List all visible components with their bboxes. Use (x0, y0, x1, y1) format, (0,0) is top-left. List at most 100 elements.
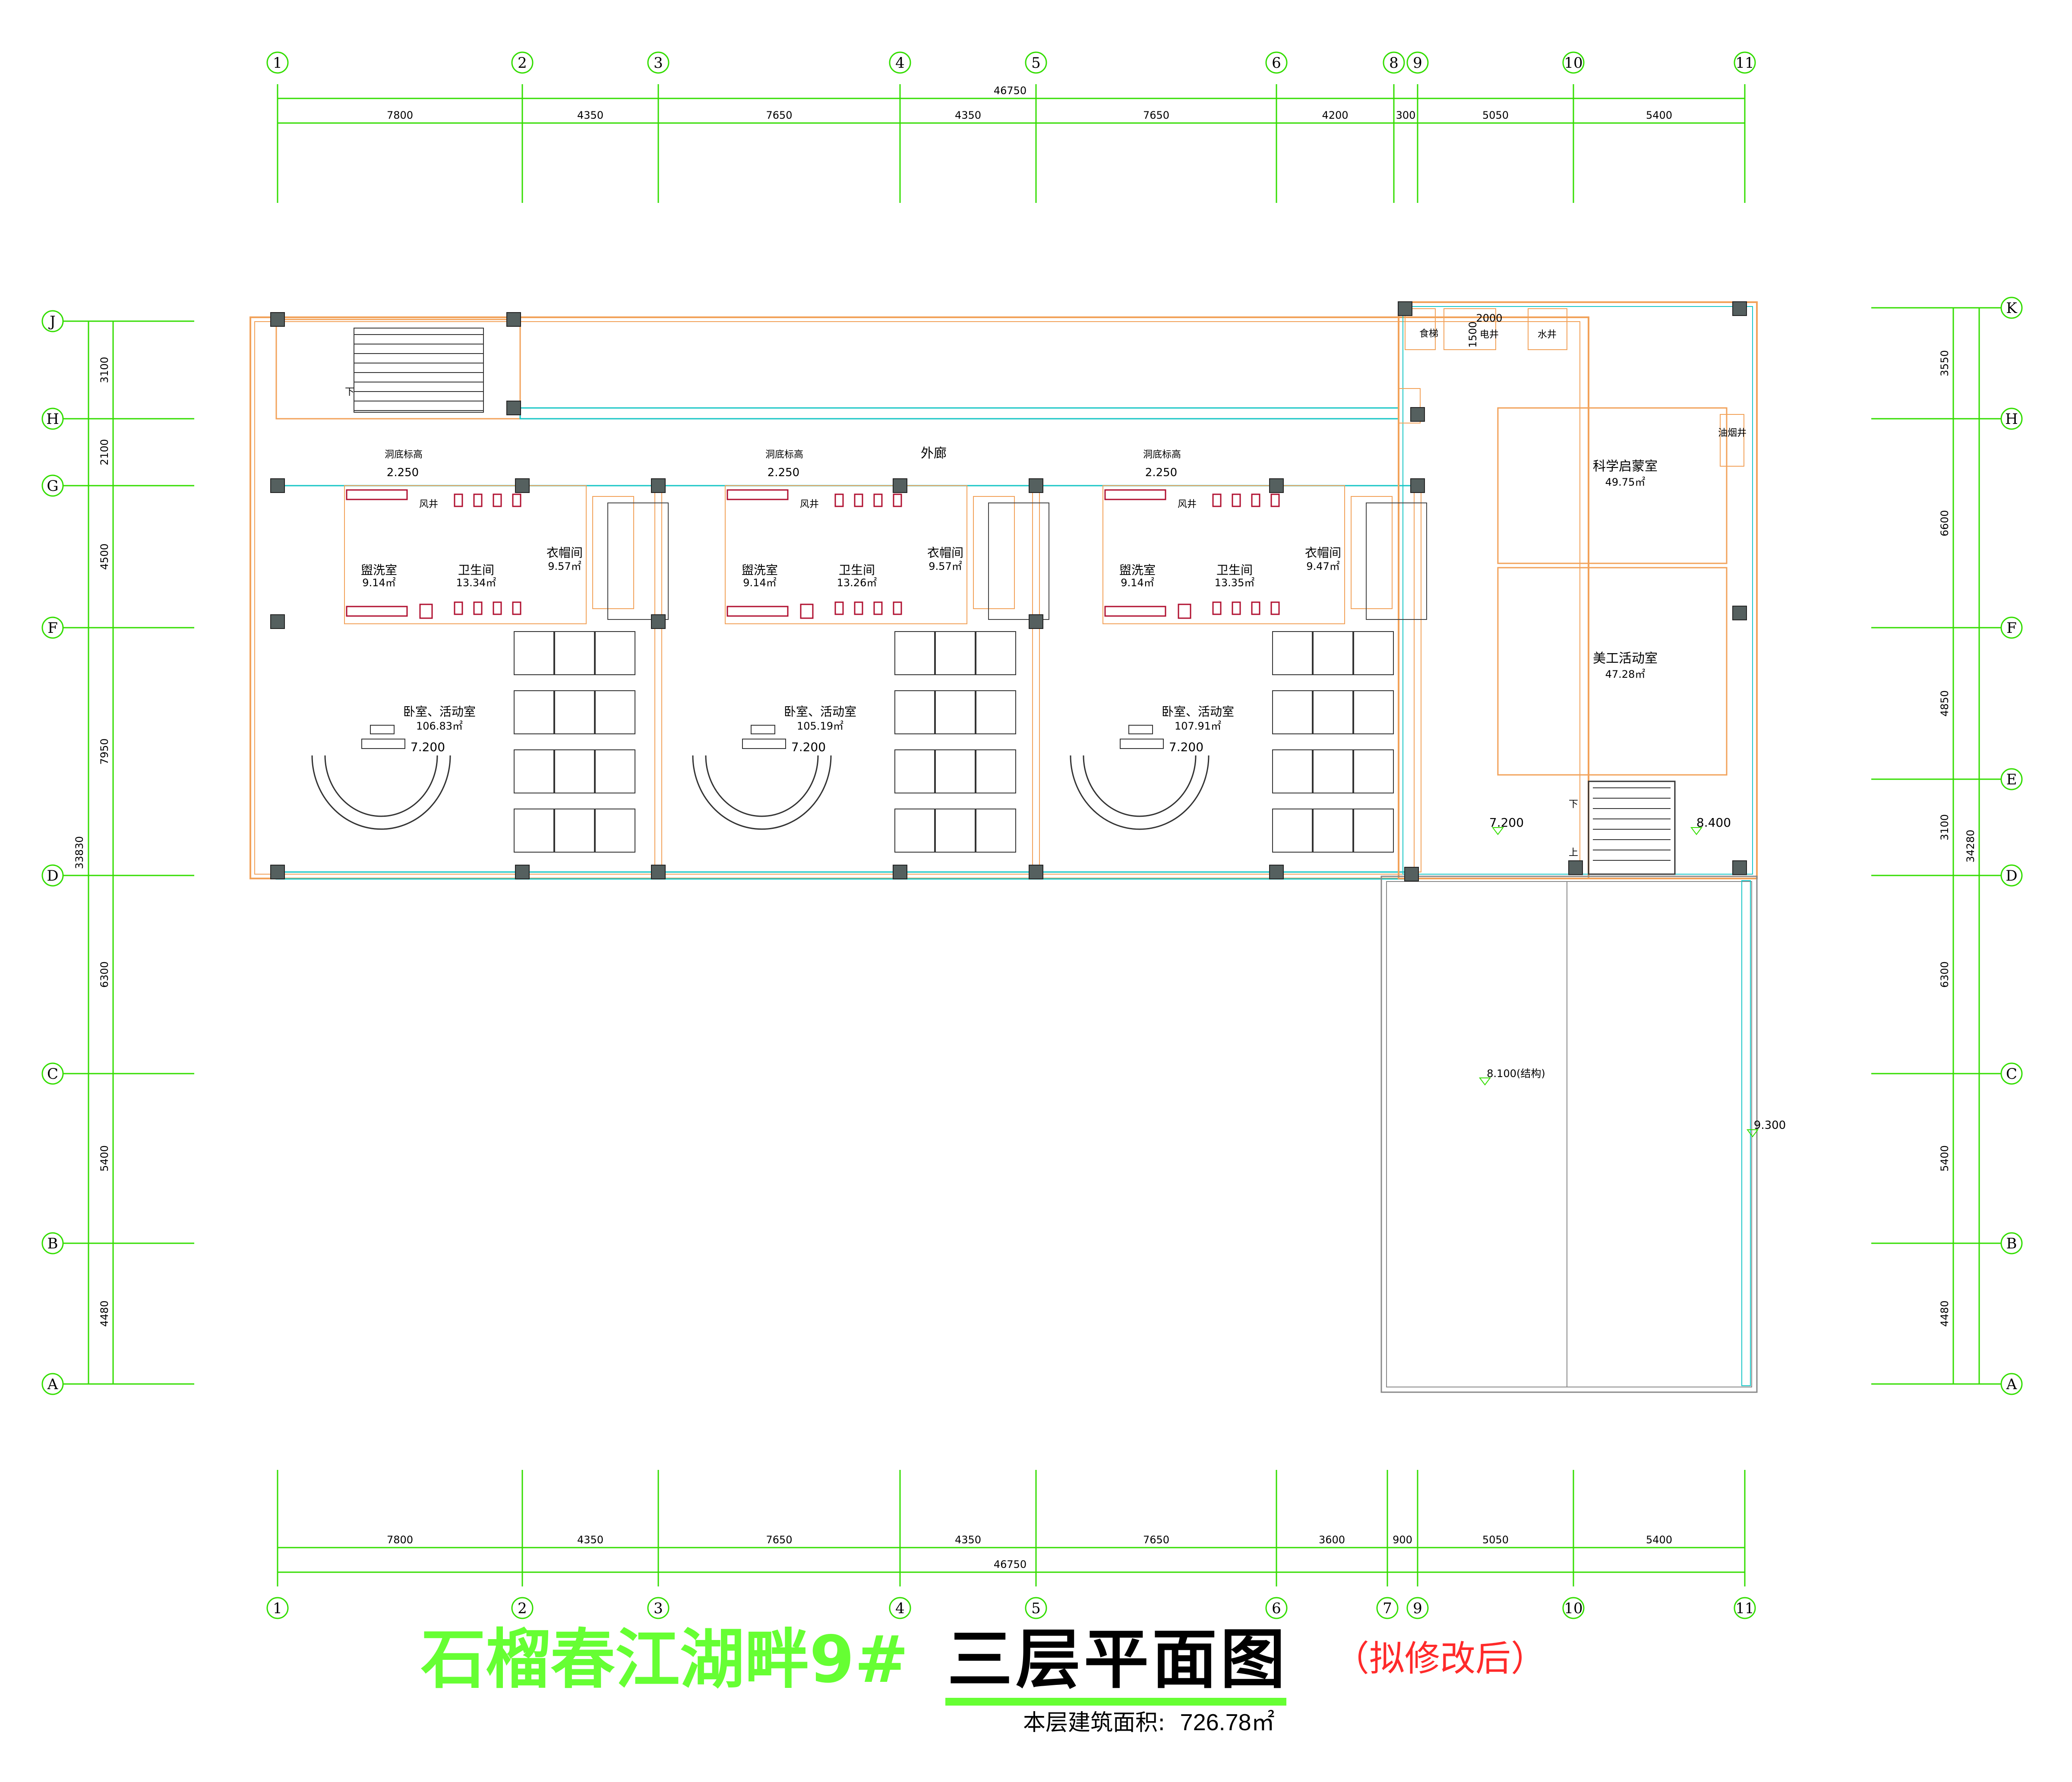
sink-counter (1104, 606, 1166, 617)
toilet-fixture (854, 601, 863, 615)
bed (595, 690, 635, 734)
corridor-north-glazing (519, 407, 1399, 420)
axis-bubble (2000, 768, 2023, 790)
dim-top-total: 46750 (994, 85, 1027, 97)
axis-grid (60, 84, 2007, 1586)
bottom-elevation-label: 洞底标高 (765, 449, 803, 460)
axis-bubble (41, 616, 64, 639)
axis-bubble (1383, 51, 1405, 74)
washroom-area: 9.14㎡ (1121, 577, 1154, 589)
mop-sink (419, 603, 433, 619)
column (270, 865, 285, 879)
axis-bubble-label: 10 (1564, 54, 1582, 72)
axis-bubble-label: A (2006, 1376, 2017, 1393)
teacher-chair (751, 725, 775, 734)
level-marker (1747, 1129, 1759, 1137)
sink-counter (346, 489, 408, 500)
axis-bubble-label: 9 (1413, 1600, 1422, 1617)
toilet-fixture (473, 601, 483, 615)
teacher-desk (1120, 739, 1164, 749)
dim-bottom-total: 46750 (994, 1558, 1027, 1570)
axis-bubble-label: 2 (518, 1600, 527, 1617)
column (1410, 478, 1425, 493)
dim-top-segment: 300 (1396, 109, 1416, 121)
axis-bubble (889, 51, 911, 74)
axis-bubble-label: C (47, 1065, 58, 1083)
axis-bubble-label: 7 (1383, 1600, 1392, 1617)
column (893, 865, 907, 879)
toilet-fixture (512, 493, 521, 507)
axis-bubble-label: 6 (1272, 54, 1281, 72)
cloak-room-area: 9.57㎡ (548, 560, 581, 572)
science-room-area: 49.75㎡ (1605, 476, 1646, 488)
roof-parapet (1741, 880, 1751, 1386)
bed (1272, 749, 1313, 793)
axis-bubble-label: 2 (518, 54, 527, 72)
washroom-area: 9.14㎡ (743, 577, 776, 589)
bottom-elevation-value: 2.250 (768, 466, 799, 479)
level-marker (1479, 1077, 1491, 1086)
axis-bubble-label: A (47, 1376, 58, 1393)
dim-top-segment: 5050 (1482, 109, 1509, 121)
column (1269, 865, 1284, 879)
toilet-fixture (1232, 601, 1241, 615)
building-outline (250, 301, 1758, 1393)
west-block-inner (254, 321, 1580, 875)
axis-bubble-label: 5 (1031, 54, 1041, 72)
toilet-label: 卫生间 (458, 563, 494, 577)
axis-bubble (41, 1062, 64, 1085)
column (515, 478, 530, 493)
axis-bubble (1734, 1597, 1756, 1619)
main-room-area: 105.19㎡ (797, 720, 843, 732)
axis-bubble (2000, 1062, 2023, 1085)
bottom-elevation-value: 2.250 (387, 466, 419, 479)
structural-columns (270, 301, 1747, 882)
smoke-shaft (1720, 414, 1744, 467)
bed (894, 690, 935, 734)
column (651, 478, 666, 493)
washroom-label: 盥洗室 (1119, 563, 1156, 577)
nw-stair-run (354, 328, 484, 413)
axis-bubble (41, 408, 64, 430)
axis-bubble-label: 8 (1389, 54, 1399, 72)
axis-bubble-label: B (2006, 1235, 2017, 1252)
bed (935, 749, 976, 793)
science-room-wall (1497, 407, 1728, 564)
toilet-fixture (512, 601, 521, 615)
main-room-area: 107.91㎡ (1175, 720, 1221, 732)
column (1029, 478, 1043, 493)
toilet-fixture (893, 601, 902, 615)
toilet-fixture (1212, 601, 1222, 615)
dim-left-segment: 3100 (98, 357, 111, 383)
revision-note: （拟修改后） (1334, 1638, 1547, 1679)
bed (935, 631, 976, 675)
unit-partition (654, 483, 662, 872)
axis-bubble-label: H (46, 411, 59, 428)
floor-area-label: 本层建筑面积: (1023, 1710, 1166, 1736)
bottom-elevation-label: 洞底标高 (1143, 449, 1181, 460)
main-room-label: 卧室、活动室 (784, 705, 856, 719)
axis-bubble-label: F (2006, 619, 2017, 637)
toilet-fixture (493, 601, 502, 615)
axis-bubble-label: H (2005, 411, 2018, 428)
teacher-chair (1128, 725, 1153, 734)
roof-inner (1386, 881, 1752, 1387)
bed (1313, 631, 1353, 675)
dim-bottom-segment: 5400 (1646, 1534, 1672, 1546)
smoke-shaft-label: 油烟井 (1718, 428, 1747, 439)
dim-right-segment: 6600 (1939, 510, 1951, 536)
cloak-room-label: 衣帽间 (546, 546, 583, 560)
curved-table-inner (1083, 755, 1197, 817)
axis-bubble (647, 51, 670, 74)
bed (976, 631, 1016, 675)
axis-bubble (1406, 51, 1429, 74)
main-room-label: 卧室、活动室 (1162, 705, 1234, 719)
shaft-dim-width: 2000 (1476, 312, 1502, 324)
dim-top-segment: 7650 (766, 109, 792, 121)
shaft-dim-height: 1500 (1467, 321, 1479, 348)
column (1732, 301, 1747, 316)
sink-counter (726, 606, 789, 617)
corridor-label: 外廊 (921, 446, 947, 461)
cloak-room-wall (1351, 496, 1393, 609)
